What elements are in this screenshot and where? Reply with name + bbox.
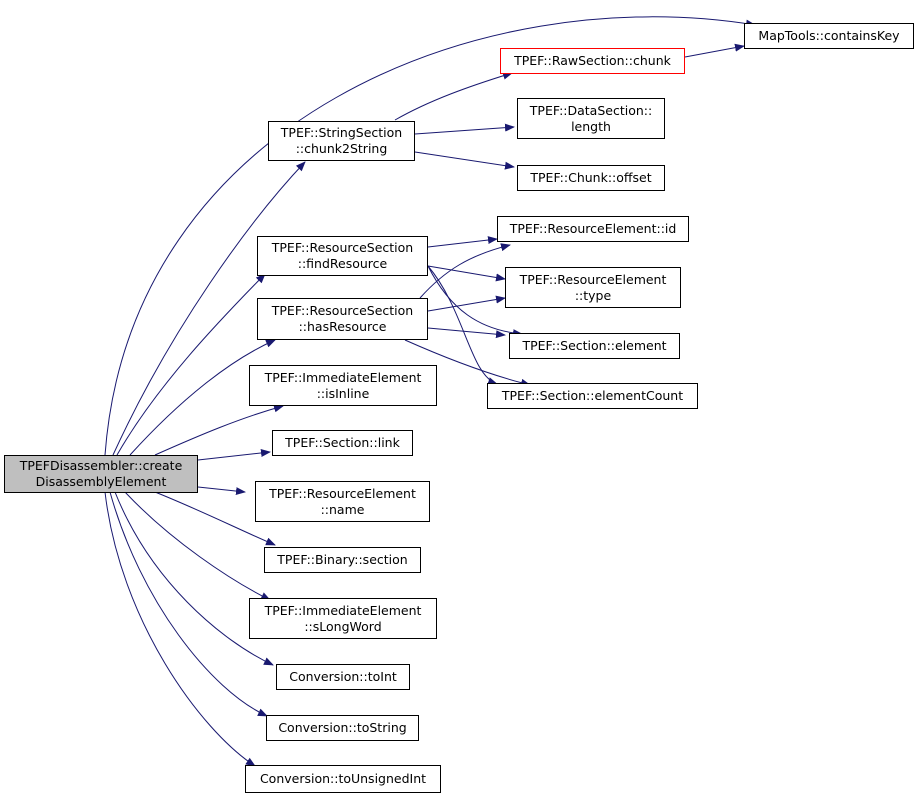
node-label-2: ::sLongWord xyxy=(304,618,382,634)
node-binary-section[interactable]: TPEF::Binary::section xyxy=(264,547,421,573)
node-label-1: TPEF::ResourceSection xyxy=(271,303,414,318)
node-resourcesection-hasresource[interactable]: TPEF::ResourceSection ::hasResource xyxy=(257,298,428,340)
edge-chunk2string-chunk xyxy=(394,71,513,121)
node-label: Conversion::toUnsignedInt xyxy=(259,771,427,786)
node-label-2: ::chunk2String xyxy=(295,141,388,156)
node-immediateelement-isinline[interactable]: TPEF::ImmediateElement ::isInline xyxy=(249,365,437,406)
edge-root-name xyxy=(197,486,246,496)
node-resourceelement-id[interactable]: TPEF::ResourceElement::id xyxy=(497,216,689,242)
edge-chunk-containskey xyxy=(684,43,745,58)
node-label: TPEF::Chunk::offset xyxy=(530,170,652,185)
node-label-1: TPEFDisassembler::create xyxy=(19,458,183,473)
node-label: Conversion::toString xyxy=(278,720,407,735)
node-section-element[interactable]: TPEF::Section::element xyxy=(509,333,680,359)
edge-root-chunk2string xyxy=(112,161,306,456)
edge-findresource-type xyxy=(427,265,506,282)
edge-hasresource-type xyxy=(427,295,506,312)
node-label: TPEF::Section::elementCount xyxy=(501,388,684,403)
edge-findresource-elementcount xyxy=(427,265,498,385)
node-chunk-offset[interactable]: TPEF::Chunk::offset xyxy=(517,165,665,191)
node-rawsection-chunk[interactable]: TPEF::RawSection::chunk xyxy=(500,48,685,74)
node-conversion-toint[interactable]: Conversion::toInt xyxy=(276,664,410,690)
edge-hasresource-elementcount xyxy=(404,339,531,387)
edge-findresource-element xyxy=(427,265,523,338)
node-label: MapTools::containsKey xyxy=(758,28,900,43)
node-label-2: ::type xyxy=(574,287,612,303)
node-section-elementcount[interactable]: TPEF::Section::elementCount xyxy=(487,383,698,409)
node-immediateelement-slongword[interactable]: TPEF::ImmediateElement ::sLongWord xyxy=(249,598,437,639)
node-label: TPEF::RawSection::chunk xyxy=(514,53,671,68)
edge-root-link xyxy=(197,449,271,461)
node-datasection-length[interactable]: TPEF::DataSection:: length xyxy=(517,98,665,139)
edge-hasresource-id xyxy=(419,243,511,299)
node-label: Conversion::toInt xyxy=(289,669,397,684)
node-label: TPEF::Section::link xyxy=(285,435,400,450)
node-label-1: TPEF::ResourceElement xyxy=(519,271,667,287)
node-label-1: TPEF::ResourceSection xyxy=(271,240,414,255)
edge-root-isinline xyxy=(154,404,284,456)
node-label-2: length xyxy=(571,118,611,134)
edge-findresource-id xyxy=(427,236,498,248)
node-label-2: ::isInline xyxy=(316,385,370,401)
edge-root-containskey xyxy=(104,16,756,456)
node-resourcesection-findresource[interactable]: TPEF::ResourceSection ::findResource xyxy=(257,236,428,276)
node-resourceelement-type[interactable]: TPEF::ResourceElement ::type xyxy=(505,267,681,308)
node-stringsection-chunk2string[interactable]: TPEF::StringSection ::chunk2String xyxy=(268,121,415,161)
node-label-2: ::findResource xyxy=(297,256,388,271)
node-label-1: TPEF::ImmediateElement xyxy=(264,602,422,618)
node-conversion-tostring[interactable]: Conversion::toString xyxy=(266,715,419,741)
edge-root-slongword xyxy=(124,491,271,601)
edge-root-tostring xyxy=(109,491,268,717)
node-maptools-containskey[interactable]: MapTools::containsKey xyxy=(744,23,914,49)
node-label: TPEF::Section::element xyxy=(522,338,667,353)
node-label-2: ::hasResource xyxy=(298,319,387,334)
node-section-link[interactable]: TPEF::Section::link xyxy=(272,430,413,456)
node-label: TPEF::ResourceElement::id xyxy=(509,221,677,236)
edge-root-toint xyxy=(114,491,274,666)
edge-root-tounsignedint xyxy=(104,491,256,767)
node-conversion-tounsignedint[interactable]: Conversion::toUnsignedInt xyxy=(245,765,441,793)
node-label-1: TPEF::ImmediateElement xyxy=(264,369,422,385)
edge-root-hasresource xyxy=(129,339,276,456)
edge-root-section xyxy=(154,491,276,546)
node-label-1: TPEF::StringSection xyxy=(280,125,403,140)
node-root-create-disassembly-element: TPEFDisassembler::create DisassemblyElem… xyxy=(4,455,198,493)
edge-chunk2string-offset xyxy=(414,151,515,170)
node-label-1: TPEF::DataSection:: xyxy=(529,102,653,118)
node-label: TPEF::Binary::section xyxy=(277,552,408,567)
node-label-2: ::name xyxy=(320,501,365,517)
edge-hasresource-element xyxy=(427,327,506,339)
node-label-2: DisassemblyElement xyxy=(35,474,167,489)
edge-root-findresource xyxy=(116,273,266,456)
node-resourceelement-name[interactable]: TPEF::ResourceElement ::name xyxy=(255,481,430,522)
edge-chunk2string-length xyxy=(414,123,515,135)
node-label-1: TPEF::ResourceElement xyxy=(269,485,416,501)
